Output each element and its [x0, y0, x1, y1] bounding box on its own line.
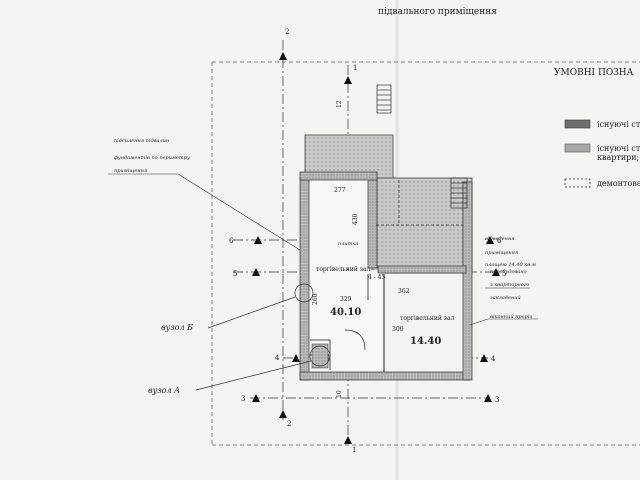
plan-walls [299, 134, 473, 381]
annotation-right-2: закладений віконний проріз [469, 295, 538, 326]
axis-label: 1 [352, 446, 356, 454]
axis-label: 4 [491, 355, 496, 363]
axis-label: 5 [233, 270, 237, 278]
dimension-label: 10 [336, 390, 343, 398]
wall-right [462, 181, 473, 381]
axis-label: 3 [495, 396, 499, 404]
right-hatched-area [371, 177, 473, 274]
axis-label: 6 [229, 237, 234, 245]
node-b-callout: вузол Б [161, 283, 314, 332]
legend-swatch-demolished [564, 178, 591, 188]
annotation-line: підсилення підвалин [114, 138, 169, 144]
legend: УМОВНІ ПОЗНА існуючі сто існуючі сто ква… [554, 68, 640, 188]
axis-label: 3 [241, 395, 245, 403]
dimension-label: 430 [352, 213, 359, 225]
annotation-line: приміщення [485, 250, 518, 256]
room-upper-floor [309, 178, 376, 268]
axis-label: 1 [353, 64, 357, 72]
room-lower-right-floor [382, 274, 466, 377]
wall-partition [377, 265, 467, 274]
legend-item-label: існуючі сто [597, 120, 640, 129]
annotation-line: віконний проріз [490, 314, 532, 320]
legend-swatch-apartment-wall [564, 143, 591, 153]
axis-label: 2 [287, 420, 291, 428]
axis-label: 2 [285, 28, 289, 36]
annotation-left: підсилення підвалин фундаментів по перим… [108, 138, 301, 251]
axis-markers [252, 52, 500, 444]
axis-label: 6 [497, 237, 502, 245]
room-area: 14.40 [410, 336, 441, 347]
node-label-a: вузол А [148, 386, 180, 395]
node-a-callout: вузол А [148, 345, 331, 395]
room-name: торгівельний зал [400, 315, 455, 322]
page-title: підвального приміщення [378, 7, 497, 17]
annotation-line: перебудовано [490, 268, 527, 275]
stair-right [450, 177, 468, 209]
annotation-line: площею 14.40 кв.м [485, 262, 536, 268]
annotation-line: закладений [490, 295, 521, 301]
room-labels: торгівельний зал 40.10 торгівельний зал … [316, 241, 455, 347]
axis-label: 5 [502, 270, 506, 278]
dimensions: 277 430 329 362 4 - 45 300 260 10 12 [312, 100, 410, 398]
stair-top [376, 84, 392, 114]
legend-item-label: демонтова [597, 179, 640, 188]
annotation-line: приміщення [114, 168, 147, 174]
node-label-b: вузол Б [161, 323, 193, 332]
dimension-label: 300 [392, 326, 404, 333]
dimension-label: 4 - 45 [368, 274, 385, 281]
wall-upper-top [299, 171, 378, 181]
legend-title: УМОВНІ ПОЗНА [554, 68, 634, 78]
dimension-label: 362 [398, 288, 410, 295]
legend-item-label: існуючі сто [597, 144, 640, 153]
axis-label: 4 [275, 354, 280, 362]
wall-bottom [299, 371, 471, 381]
annotation-line: фундаментів по периметру [114, 154, 190, 161]
annotation-line: з квартирного [490, 282, 529, 288]
axis-labels: 2 1 6 5 4 3 6 5 4 3 2 1 [229, 28, 506, 454]
small-label: плитка [338, 241, 358, 247]
wall-left [299, 177, 310, 381]
annotation-right-1: відведення приміщення площею 14.40 кв.м … [485, 236, 536, 289]
dimension-label: 277 [334, 187, 346, 194]
room-name: торгівельний зал [316, 266, 371, 273]
legend-swatch-existing-wall [564, 119, 591, 129]
wall-upper-mid [367, 177, 378, 269]
dimension-label: 260 [312, 293, 319, 305]
legend-item-label-2: квартири; [597, 153, 639, 162]
dimension-label: 329 [340, 296, 352, 303]
dimension-label: 12 [336, 100, 343, 108]
room-area: 40.10 [330, 307, 361, 318]
annotation-line: відведення [485, 236, 515, 242]
